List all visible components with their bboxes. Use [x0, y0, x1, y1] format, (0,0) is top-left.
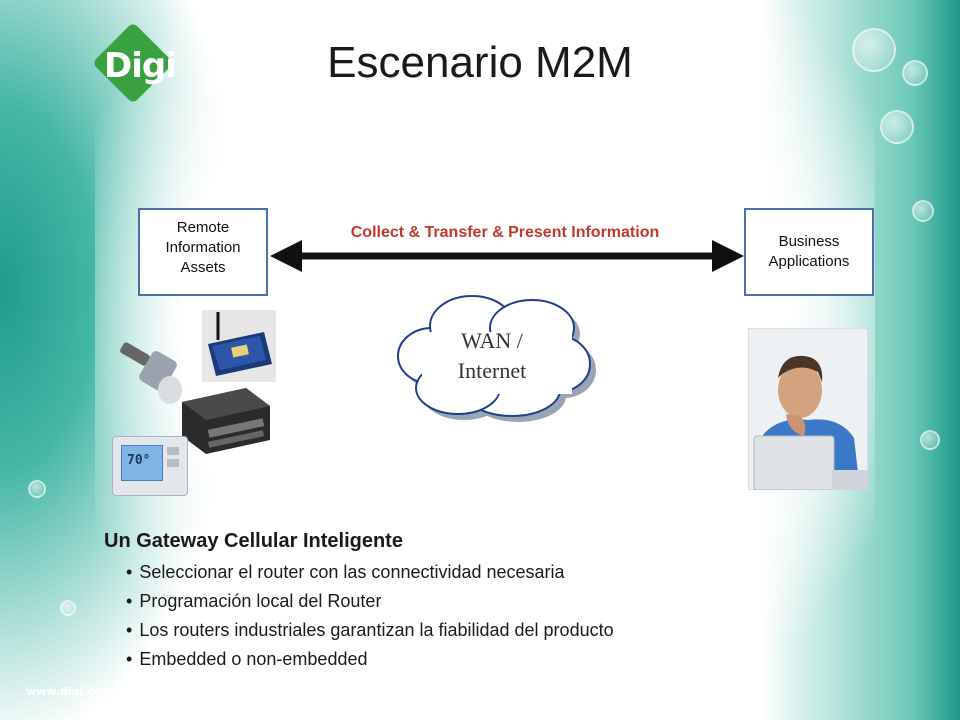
- bullet-item: Los routers industriales garantizan la f…: [126, 616, 613, 645]
- plc-controller-image: [182, 388, 270, 454]
- remote-information-assets-box: Remote Information Assets: [138, 208, 268, 296]
- decorative-bubble: [28, 480, 46, 498]
- decorative-bubble: [880, 110, 914, 144]
- slide-title: Escenario M2M: [327, 38, 633, 87]
- box-line: Information: [165, 239, 241, 256]
- thermostat-reading: 70°: [127, 453, 151, 468]
- logo-text: Digi: [104, 46, 177, 86]
- bullet-item: Seleccionar el router con las connectivi…: [126, 558, 614, 587]
- business-applications-box: Business Applications: [744, 208, 874, 296]
- arrow-label: Collect & Transfer & Present Information: [350, 224, 660, 241]
- bullet-item: Embedded o non-embedded: [126, 645, 614, 674]
- box-line: Assets: [180, 259, 226, 276]
- section-heading: Un Gateway Cellular Inteligente: [104, 530, 403, 552]
- bullet-list: Seleccionar el router con las connectivi…: [126, 558, 614, 674]
- business-user-image: [748, 328, 868, 490]
- box-line: Applications: [768, 253, 850, 270]
- decorative-bubble: [920, 430, 940, 450]
- thermostat-image: 70°: [112, 436, 188, 496]
- sensor-image: [120, 342, 182, 404]
- wan-cloud: WAN / Internet: [397, 295, 596, 422]
- footer-url: www.digi.com: [26, 685, 113, 698]
- decorative-bubble: [912, 200, 934, 222]
- cloud-line-2: Internet: [458, 358, 526, 383]
- box-line: Remote: [176, 219, 230, 236]
- bullet-item: Programación local del Router: [126, 587, 614, 616]
- decorative-bubble: [60, 600, 76, 616]
- cloud-line-1: WAN /: [461, 328, 524, 353]
- digi-logo: Digi: [91, 21, 188, 105]
- decorative-bubble: [852, 28, 896, 72]
- decorative-bubble: [902, 60, 928, 86]
- double-arrow: [270, 240, 744, 272]
- box-line: Business: [778, 233, 840, 250]
- xbee-module-image: [202, 310, 276, 382]
